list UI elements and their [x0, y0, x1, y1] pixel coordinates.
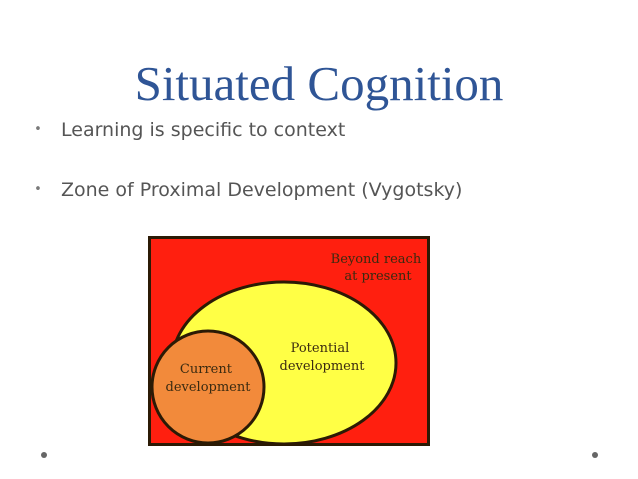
slide-title: Situated Cognition — [134, 56, 504, 111]
current-development-label-line: development — [166, 380, 252, 395]
bullet-dot-icon: • — [34, 122, 42, 137]
current-development-label-line: Current — [180, 362, 233, 377]
potential-development-label-line: development — [280, 359, 366, 374]
zpd-diagram: Beyond reach at present Potential develo… — [148, 236, 430, 446]
corner-dot-icon — [41, 452, 47, 458]
beyond-reach-label-line: at present — [344, 269, 412, 284]
beyond-reach-label: Beyond reach at present — [331, 252, 426, 284]
beyond-reach-label-line: Beyond reach — [331, 252, 422, 267]
bullet-text: Zone of Proximal Development (Vygotsky) — [61, 179, 463, 201]
current-development-label: Current development — [166, 362, 252, 395]
bullet-list: • Learning is specific to context • Zone… — [30, 116, 620, 236]
current-development-region — [150, 329, 266, 445]
potential-development-label: Potential development — [280, 341, 366, 374]
zpd-diagram-svg: Beyond reach at present Potential develo… — [148, 236, 430, 446]
bullet-item: • Learning is specific to context — [30, 116, 620, 176]
bullet-dot-icon: • — [34, 182, 42, 197]
corner-dot-icon — [592, 452, 598, 458]
bullet-text: Learning is specific to context — [61, 119, 346, 141]
potential-development-label-line: Potential — [291, 341, 350, 356]
bullet-item: • Zone of Proximal Development (Vygotsky… — [30, 176, 620, 236]
